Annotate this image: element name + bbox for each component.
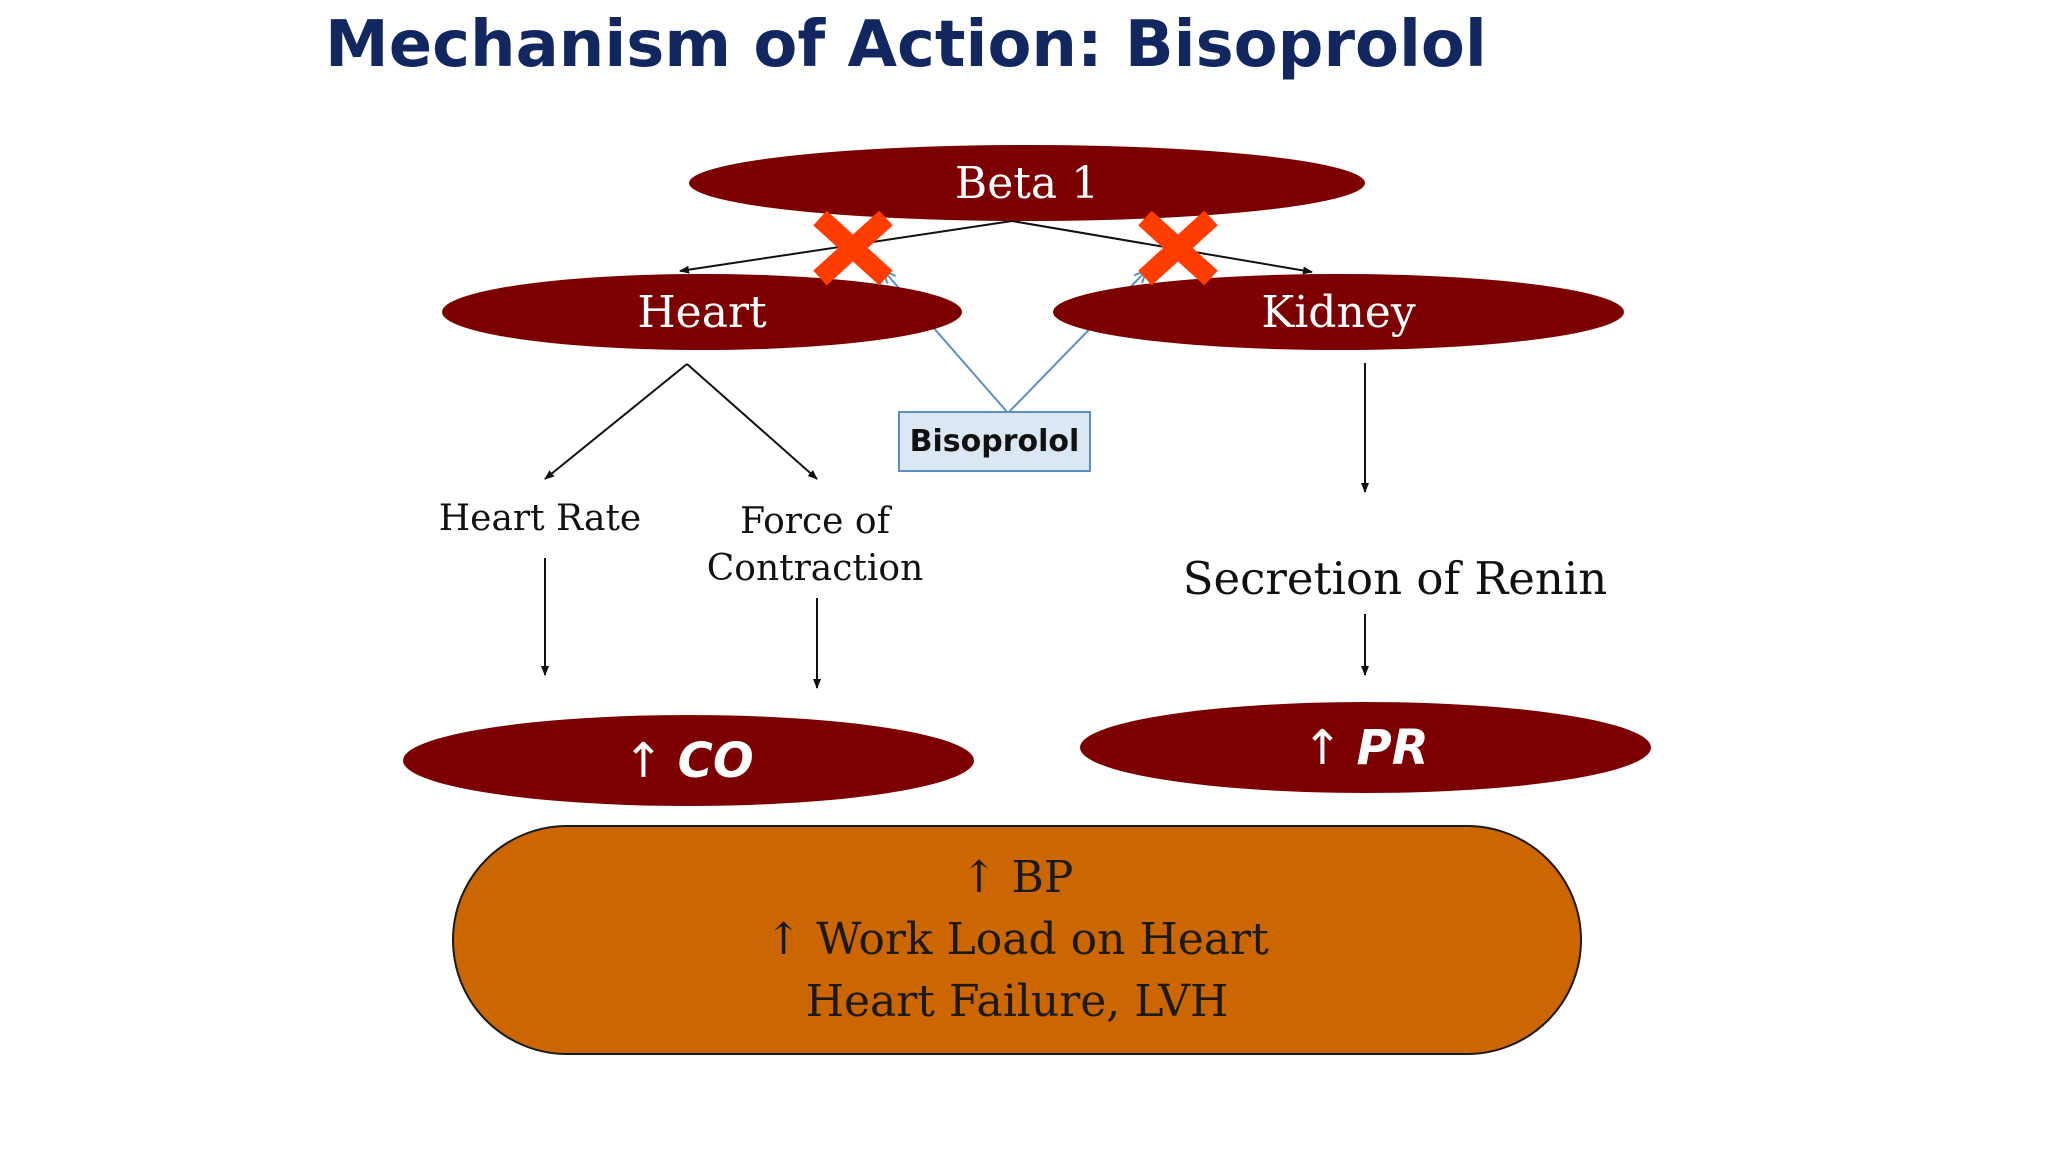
outcome-line-workload: ↑ Work Load on Heart [765, 914, 1269, 965]
outcome-line-failure: Heart Failure, LVH [805, 976, 1229, 1027]
node-heart-label: Heart [637, 286, 767, 338]
label-force-line1: Force of [740, 501, 890, 542]
node-beta1-label: Beta 1 [954, 157, 1100, 209]
node-pr: ↑ PR [1080, 702, 1651, 793]
node-co: ↑ CO [403, 715, 974, 806]
increase-arrow-icon: ↑ [1302, 719, 1343, 776]
node-beta1: Beta 1 [689, 145, 1365, 221]
label-force-line2: Contraction [706, 548, 924, 589]
drug-label: Bisoprolol [909, 424, 1080, 459]
label-force-of-contraction: Force of Contraction [700, 498, 930, 592]
node-co-label: CO [677, 732, 754, 789]
outcome-line-bp: ↑ BP [960, 852, 1074, 903]
block-x-icon [813, 210, 893, 286]
increase-arrow-icon: ↑ [623, 732, 664, 789]
arrow-heart-heartrate [544, 363, 688, 480]
node-kidney: Kidney [1053, 274, 1624, 350]
node-heart: Heart [442, 274, 962, 350]
drug-box: Bisoprolol [898, 411, 1091, 472]
page-title: Mechanism of Action: Bisoprolol [325, 8, 1487, 82]
arrow-heart-force [686, 363, 818, 480]
label-secretion-of-renin: Secretion of Renin [1182, 552, 1608, 605]
label-heart-rate: Heart Rate [438, 498, 642, 539]
node-kidney-label: Kidney [1261, 286, 1416, 338]
block-x-icon [1138, 210, 1218, 286]
node-pr-label: PR [1356, 719, 1429, 776]
outcome-box: ↑ BP ↑ Work Load on Heart Heart Failure,… [452, 825, 1582, 1055]
